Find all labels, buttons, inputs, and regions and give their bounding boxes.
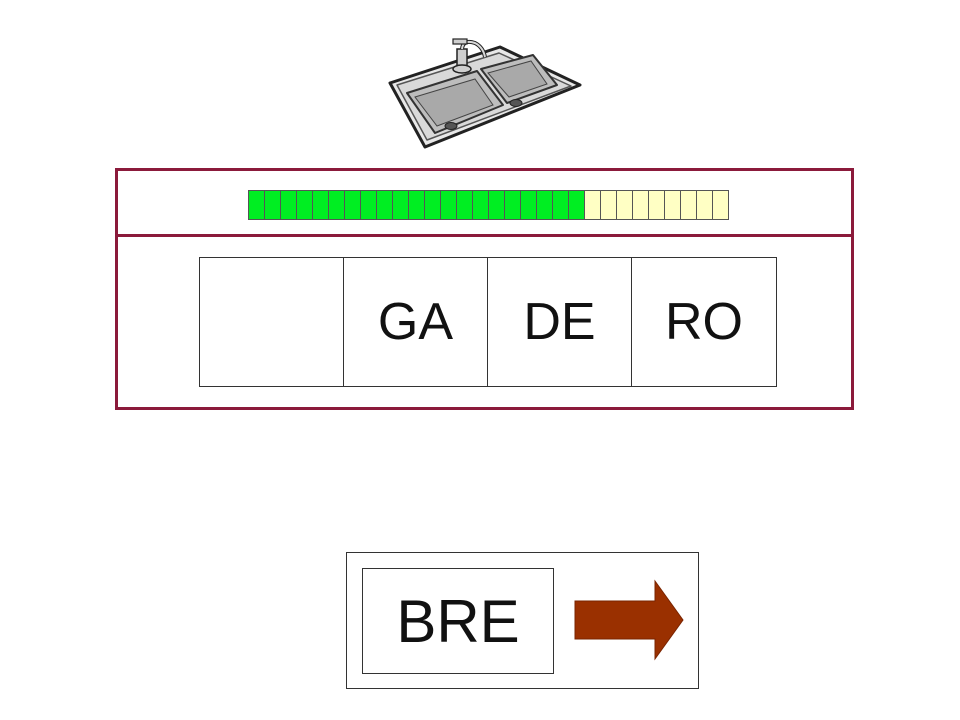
frame-divider (118, 234, 851, 237)
progress-cell-filled (569, 190, 585, 220)
progress-cell-filled (345, 190, 361, 220)
progress-cell-filled (281, 190, 297, 220)
progress-cell-filled (361, 190, 377, 220)
word-frame: GA DE RO (115, 168, 854, 410)
progress-cell-filled (409, 190, 425, 220)
progress-cell-filled (377, 190, 393, 220)
progress-cell-filled (489, 190, 505, 220)
progress-cell-filled (457, 190, 473, 220)
syllable-slot: DE (488, 258, 632, 386)
progress-cell-filled (265, 190, 281, 220)
progress-cell-empty (649, 190, 665, 220)
syllable-slot: GA (344, 258, 488, 386)
progress-cell-filled (473, 190, 489, 220)
progress-cell-empty (617, 190, 633, 220)
progress-cell-empty (665, 190, 681, 220)
progress-cell-empty (713, 190, 729, 220)
progress-cell-empty (601, 190, 617, 220)
answer-panel: BRE (346, 552, 699, 689)
kitchen-sink-icon (388, 38, 582, 149)
progress-cell-filled (249, 190, 265, 220)
progress-bar (248, 190, 729, 220)
syllable-tile[interactable]: BRE (362, 568, 554, 674)
progress-cell-empty (633, 190, 649, 220)
progress-cell-filled (441, 190, 457, 220)
progress-cell-empty (681, 190, 697, 220)
progress-cell-empty (697, 190, 713, 220)
progress-cell-filled (521, 190, 537, 220)
progress-cell-filled (313, 190, 329, 220)
syllable-slot-empty[interactable] (200, 258, 344, 386)
progress-cell-filled (553, 190, 569, 220)
progress-cell-filled (329, 190, 345, 220)
progress-cell-empty (585, 190, 601, 220)
syllable-slots: GA DE RO (199, 257, 777, 387)
progress-cell-filled (393, 190, 409, 220)
progress-cell-filled (297, 190, 313, 220)
progress-cell-filled (505, 190, 521, 220)
syllable-slot: RO (665, 293, 743, 351)
progress-cell-filled (537, 190, 553, 220)
progress-cell-filled (425, 190, 441, 220)
right-arrow-icon[interactable] (573, 579, 685, 661)
